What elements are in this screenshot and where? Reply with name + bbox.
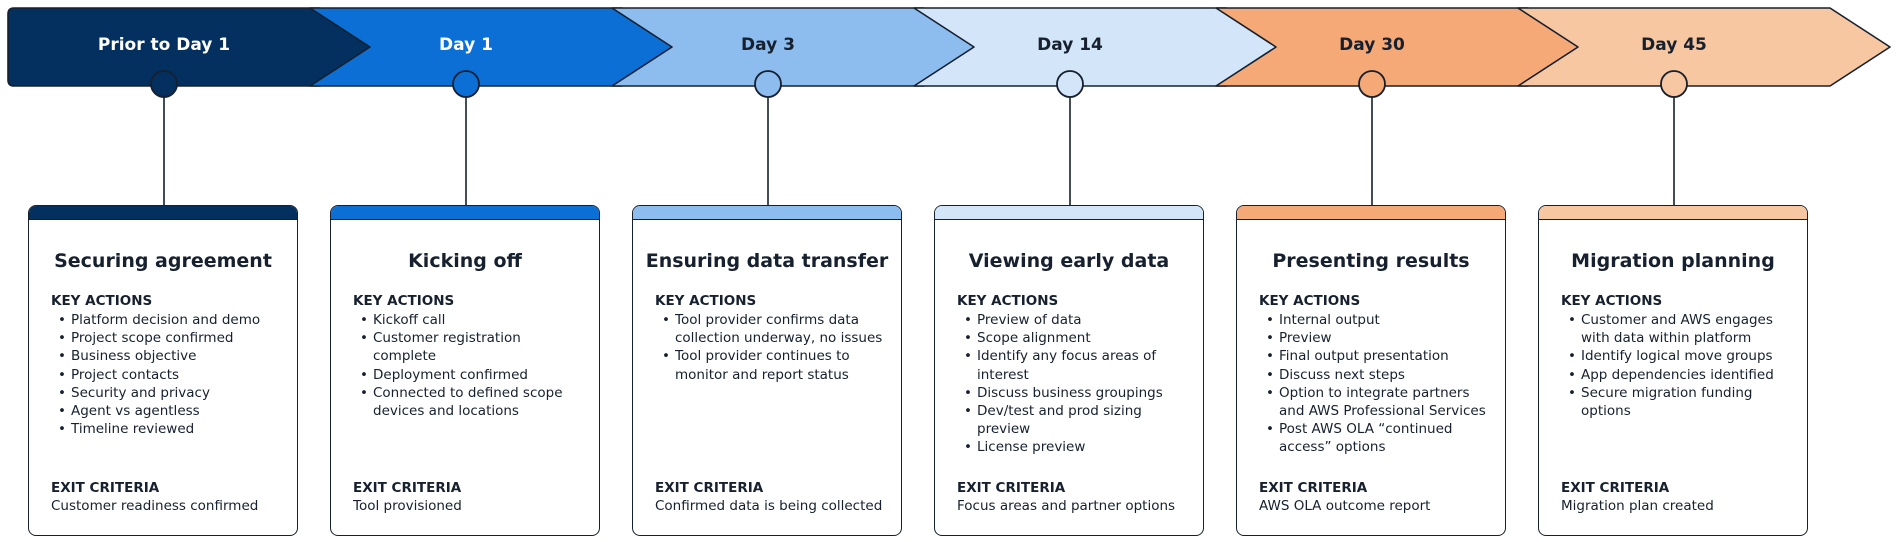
list-item: Internal output bbox=[1266, 311, 1493, 329]
milestone-marker-2 bbox=[452, 70, 480, 98]
exit-criteria-heading: EXIT CRITERIA bbox=[655, 480, 764, 496]
list-item: Scope alignment bbox=[964, 329, 1191, 347]
exit-criteria-value: AWS OLA outcome report bbox=[1259, 498, 1431, 514]
list-item: Timeline reviewed bbox=[58, 420, 285, 438]
exit-criteria-value: Focus areas and partner options bbox=[957, 498, 1176, 514]
card-title: Kicking off bbox=[408, 250, 522, 272]
card-color-bar bbox=[1539, 206, 1807, 220]
list-item: Tool provider confirms data collection u… bbox=[662, 311, 889, 347]
milestone-marker-6 bbox=[1660, 70, 1688, 98]
key-actions-heading: KEY ACTIONS bbox=[655, 293, 757, 309]
list-item: Deployment confirmed bbox=[360, 366, 587, 384]
list-item: Option to integrate partners and AWS Pro… bbox=[1266, 384, 1493, 420]
list-item: Customer registration complete bbox=[360, 329, 587, 365]
key-actions-heading: KEY ACTIONS bbox=[51, 293, 153, 309]
list-item: Identify any focus areas of interest bbox=[964, 347, 1191, 383]
list-item: Discuss business groupings bbox=[964, 384, 1191, 402]
key-actions-list: Preview of dataScope alignmentIdentify a… bbox=[935, 311, 1203, 457]
stage-label: Day 45 bbox=[1641, 35, 1707, 55]
exit-criteria: EXIT CRITERIA AWS OLA outcome report bbox=[1259, 479, 1495, 515]
exit-criteria-value: Migration plan created bbox=[1561, 498, 1714, 514]
exit-criteria: EXIT CRITERIA Tool provisioned bbox=[353, 479, 589, 515]
list-item: Post AWS OLA “continued access” options bbox=[1266, 420, 1493, 456]
list-item: Connected to defined scope devices and l… bbox=[360, 384, 587, 420]
exit-criteria: EXIT CRITERIA Focus areas and partner opt… bbox=[957, 479, 1193, 515]
stage-label: Day 3 bbox=[741, 35, 795, 55]
stage-label: Day 1 bbox=[439, 35, 493, 55]
milestone-marker-3 bbox=[754, 70, 782, 98]
list-item: Agent vs agentless bbox=[58, 402, 285, 420]
key-actions-list: Customer and AWS engages with data withi… bbox=[1539, 311, 1807, 420]
list-item: Preview bbox=[1266, 329, 1493, 347]
card-title: Securing agreement bbox=[54, 250, 272, 272]
key-actions-heading: KEY ACTIONS bbox=[1259, 293, 1361, 309]
key-actions-list: Platform decision and demoProject scope … bbox=[29, 311, 297, 439]
list-item: Preview of data bbox=[964, 311, 1191, 329]
exit-criteria-heading: EXIT CRITERIA bbox=[51, 480, 160, 496]
exit-criteria-value: Confirmed data is being collected bbox=[655, 498, 883, 514]
card-color-bar bbox=[935, 206, 1203, 220]
milestone-marker-4 bbox=[1056, 70, 1084, 98]
card-color-bar bbox=[29, 206, 297, 220]
list-item: Kickoff call bbox=[360, 311, 587, 329]
key-actions-heading: KEY ACTIONS bbox=[1561, 293, 1663, 309]
list-item: Dev/test and prod sizing preview bbox=[964, 402, 1191, 438]
exit-criteria: EXIT CRITERIA Confirmed data is being col… bbox=[655, 479, 891, 515]
list-item: Tool provider continues to monitor and r… bbox=[662, 347, 889, 383]
exit-criteria-value: Tool provisioned bbox=[353, 498, 462, 514]
exit-criteria-heading: EXIT CRITERIA bbox=[957, 480, 1066, 496]
list-item: Platform decision and demo bbox=[58, 311, 285, 329]
milestone-marker-1 bbox=[150, 70, 178, 98]
card-title: Viewing early data bbox=[968, 250, 1170, 272]
list-item: Business objective bbox=[58, 347, 285, 365]
key-actions-heading: KEY ACTIONS bbox=[957, 293, 1059, 309]
card-title: Ensuring data transfer bbox=[645, 250, 889, 272]
exit-criteria: EXIT CRITERIA Migration plan created bbox=[1561, 479, 1797, 515]
exit-criteria: EXIT CRITERIA Customer readiness confirme… bbox=[51, 479, 287, 515]
card-title: Presenting results bbox=[1272, 250, 1470, 272]
list-item: Customer and AWS engages with data withi… bbox=[1568, 311, 1795, 347]
list-item: Identify logical move groups bbox=[1568, 347, 1795, 365]
list-item: Security and privacy bbox=[58, 384, 285, 402]
stage-label: Day 30 bbox=[1339, 35, 1405, 55]
list-item: Final output presentation bbox=[1266, 347, 1493, 365]
list-item: Project contacts bbox=[58, 366, 285, 384]
key-actions-list: Tool provider confirms data collection u… bbox=[633, 311, 901, 384]
list-item: Discuss next steps bbox=[1266, 366, 1493, 384]
stage-arrow-1 bbox=[7, 7, 381, 87]
exit-criteria-heading: EXIT CRITERIA bbox=[1561, 480, 1670, 496]
list-item: Secure migration funding options bbox=[1568, 384, 1795, 420]
list-item: App dependencies identified bbox=[1568, 366, 1795, 384]
milestone-marker-5 bbox=[1358, 70, 1386, 98]
key-actions-list: Internal outputPreviewFinal output prese… bbox=[1237, 311, 1505, 457]
card-title: Migration planning bbox=[1571, 250, 1775, 272]
exit-criteria-value: Customer readiness confirmed bbox=[51, 498, 259, 514]
stage-label: Day 14 bbox=[1037, 35, 1103, 55]
key-actions-list: Kickoff callCustomer registration comple… bbox=[331, 311, 599, 420]
exit-criteria-heading: EXIT CRITERIA bbox=[353, 480, 462, 496]
list-item: Project scope confirmed bbox=[58, 329, 285, 347]
key-actions-heading: KEY ACTIONS bbox=[353, 293, 455, 309]
exit-criteria-heading: EXIT CRITERIA bbox=[1259, 480, 1368, 496]
stage-label: Prior to Day 1 bbox=[97, 35, 231, 55]
list-item: License preview bbox=[964, 438, 1191, 456]
card-color-bar bbox=[331, 206, 599, 220]
card-color-bar bbox=[1237, 206, 1505, 220]
card-color-bar bbox=[633, 206, 901, 220]
stage-arrow-6 bbox=[1517, 7, 1891, 87]
